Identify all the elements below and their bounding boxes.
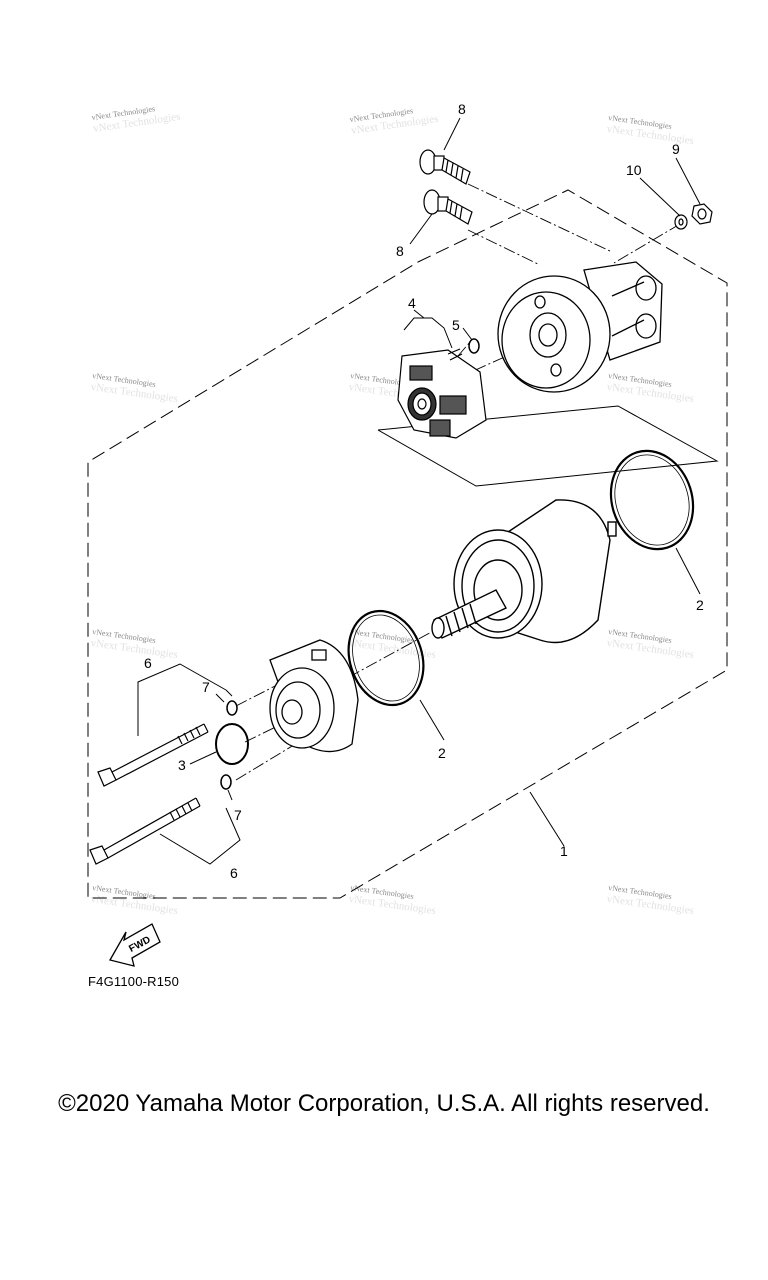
watermark: vNext Technologies vNext Technologies — [90, 371, 179, 405]
through-bolt-6-upper — [97, 723, 209, 787]
brush-holder-4 — [397, 348, 487, 439]
callout-2-front: 2 — [438, 745, 446, 761]
front-cover — [269, 639, 359, 753]
gasket-2-front-inner — [352, 614, 420, 702]
callout-9: 9 — [672, 141, 680, 157]
gasket-2-rear — [609, 449, 695, 551]
assembly-outline — [87, 189, 728, 899]
fwd-arrow-icon: FWD — [109, 923, 161, 967]
bolt-8-lower — [423, 189, 473, 225]
watermark: vNext Technologies vNext Technologies — [90, 627, 179, 661]
callout-5: 5 — [452, 317, 460, 333]
nut-9 — [691, 203, 713, 225]
o-ring-3 — [215, 723, 249, 765]
o-ring-5 — [468, 338, 480, 354]
washer-10 — [674, 214, 688, 230]
callout-10: 10 — [626, 162, 642, 178]
o-ring-7-upper — [226, 700, 238, 716]
watermark: vNext Technologies vNext Technologies — [349, 106, 439, 137]
gasket-2-front — [347, 609, 425, 707]
starter-motor-exploded-diagram: vNext Technologies vNext Technologies vN… — [87, 101, 728, 967]
brush-plate-outline — [377, 405, 719, 487]
callout-7-upper: 7 — [202, 679, 210, 695]
watermark: vNext Technologies vNext Technologies — [606, 627, 695, 661]
callout-1: 1 — [560, 843, 568, 859]
through-bolt-6-lower — [89, 797, 201, 865]
watermark: vNext Technologies vNext Technologies — [606, 883, 695, 917]
callout-8-lower: 8 — [396, 243, 404, 259]
o-ring-7-lower — [220, 774, 232, 790]
yoke-armature — [431, 499, 617, 644]
watermark: vNext Technologies vNext Technologies — [606, 371, 695, 405]
callout-3: 3 — [178, 757, 186, 773]
rear-cover — [497, 261, 663, 393]
watermark: vNext Technologies vNext Technologies — [90, 883, 179, 917]
callout-2-rear: 2 — [696, 597, 704, 613]
figure-code: F4G1100-R150 — [88, 974, 180, 989]
copyright-notice: ©2020 Yamaha Motor Corporation, U.S.A. A… — [58, 1090, 710, 1117]
callout-6-lower: 6 — [230, 865, 238, 881]
callouts: 8 8 9 10 4 5 2 2 3 6 6 7 7 1 — [144, 101, 704, 881]
leader-lines — [137, 117, 701, 865]
bolt-8-upper — [419, 149, 471, 185]
watermark: vNext Technologies vNext Technologies — [348, 883, 437, 917]
gasket-2-rear-inner — [614, 454, 690, 546]
callout-6-upper: 6 — [144, 655, 152, 671]
watermark: vNext Technologies vNext Technologies — [91, 104, 181, 135]
callout-7-lower: 7 — [234, 807, 242, 823]
watermarks: vNext Technologies vNext Technologies vN… — [90, 104, 695, 917]
callout-4: 4 — [408, 295, 416, 311]
watermark: vNext Technologies vNext Technologies — [348, 627, 437, 661]
callout-8-upper: 8 — [458, 101, 466, 117]
watermark: vNext Technologies vNext Technologies — [606, 113, 695, 147]
